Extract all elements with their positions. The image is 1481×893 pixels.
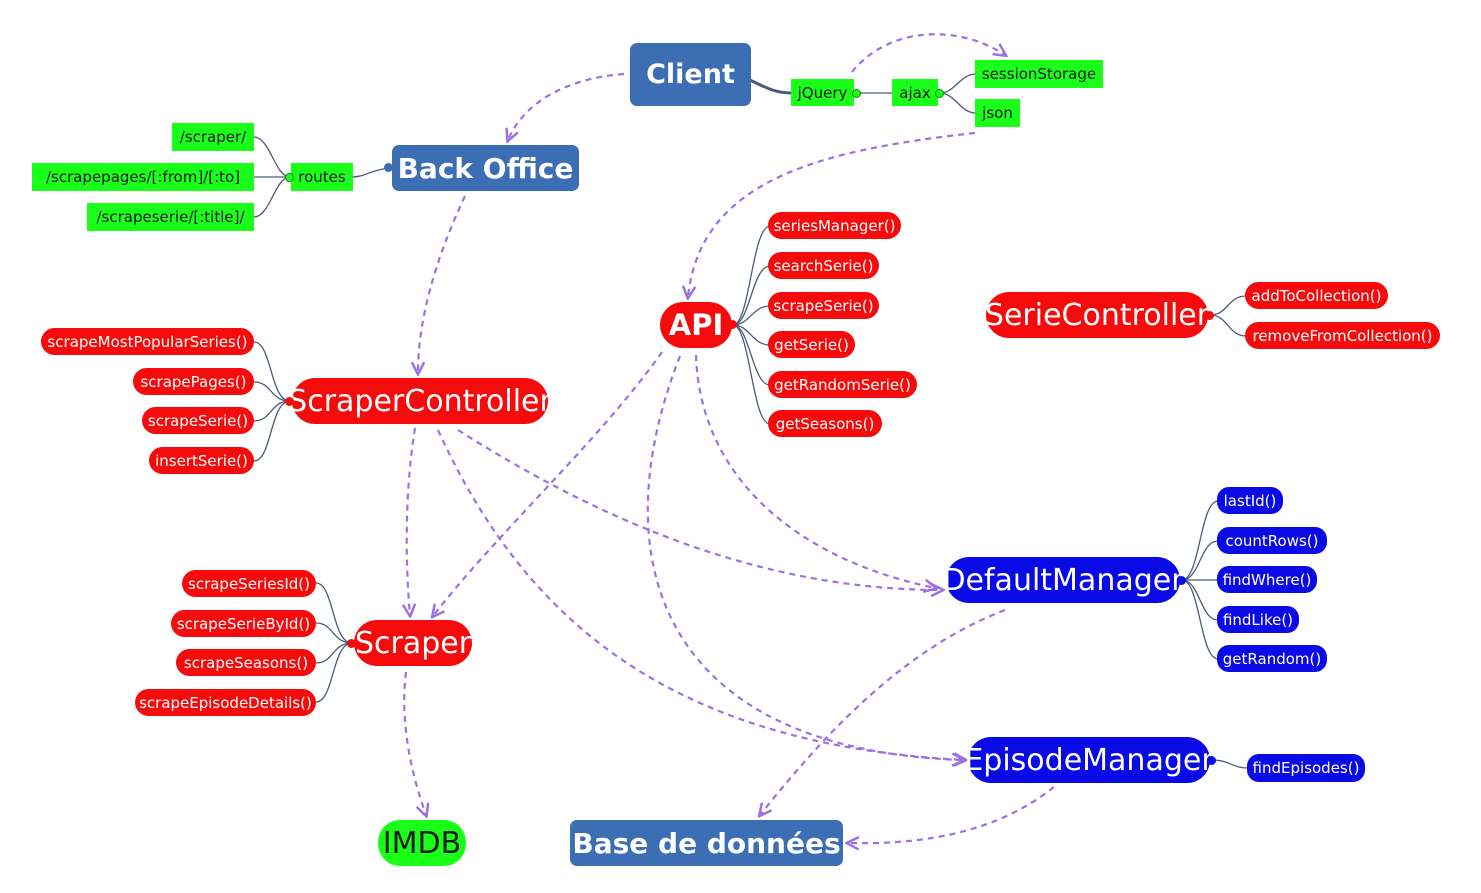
defaultmanager-method-findlike[interactable]: findLike(): [1217, 606, 1299, 633]
jquery-node[interactable]: jQuery: [791, 79, 854, 106]
api-to-defaultmanager-arrow: [694, 354, 935, 588]
defaultmanager-method-findwhere[interactable]: findWhere(): [1217, 566, 1317, 593]
scraper-method-scrapeseasons[interactable]: scrapeSeasons(): [176, 649, 316, 676]
scraper-connector-dot: [347, 639, 356, 648]
route-scrapeserie[interactable]: /scrapeserie/[:title]/: [87, 203, 254, 231]
scrapercontroller-method-connector: [253, 400, 291, 422]
client-node[interactable]: Client: [630, 43, 751, 106]
json-to-api-arrow: [688, 131, 976, 297]
defaultmanager-node[interactable]: DefaultManager: [942, 557, 1184, 603]
episodemanager-connector-dot: [1207, 756, 1216, 765]
routes-node[interactable]: routes: [291, 163, 353, 191]
defaultmanager-method-connector: [1181, 579, 1219, 621]
routes-scraper-connector: [253, 136, 291, 178]
scrapercontroller-method-insertserie[interactable]: insertSerie(): [149, 447, 254, 474]
defaultmanager-method-countrows[interactable]: countRows(): [1217, 527, 1327, 554]
back-office-node[interactable]: Back Office: [392, 145, 579, 191]
scrapercontroller-node[interactable]: ScraperController: [288, 378, 552, 424]
episodemanager-node[interactable]: EpisodeManager: [964, 737, 1214, 783]
scrapercontroller-to-defaultmanager-arrow: [457, 429, 942, 590]
seriecontroller-connector-dot: [1205, 311, 1214, 320]
defaultmanager-to-database-arrow: [760, 608, 1006, 815]
scrapercontroller-method-scrapepages[interactable]: scrapePages(): [133, 368, 254, 395]
ajax-json-connector: [939, 92, 977, 114]
scrapercontroller-to-scraper-arrow: [407, 427, 415, 615]
scraper-node[interactable]: Scraper: [354, 620, 472, 666]
api-method-connector: [732, 324, 771, 425]
seriecontroller-node[interactable]: SerieController: [985, 292, 1209, 338]
scraper-method-scrapeseriebyid[interactable]: scrapeSerieById(): [171, 610, 316, 637]
ajax-connector-dot: [935, 89, 944, 98]
backoffice-connector-dot: [384, 163, 393, 172]
scraper-method-connector: [315, 642, 353, 703]
api-to-episodemanager-arrow: [646, 355, 963, 760]
api-method-searchserie[interactable]: searchSerie(): [768, 252, 879, 279]
scraper-to-imdb-arrow: [403, 671, 426, 815]
seriecontroller-method-addtocollection[interactable]: addToCollection(): [1245, 282, 1388, 309]
defaultmanager-method-getrandom[interactable]: getRandom(): [1217, 645, 1327, 672]
scrapercontroller-method-connector: [253, 381, 291, 402]
defaultmanager-method-connector: [1181, 540, 1219, 581]
api-method-connector: [732, 265, 771, 326]
defaultmanager-method-lastid[interactable]: lastId(): [1217, 487, 1283, 514]
episodemanager-to-database-arrow: [848, 786, 1055, 843]
imdb-node[interactable]: IMDB: [378, 820, 466, 866]
api-method-connector: [732, 324, 771, 386]
jquery-to-sessionstorage-arrow: [851, 33, 1005, 73]
jquery-connector-dot: [852, 89, 861, 98]
api-method-getseasons[interactable]: getSeasons(): [768, 410, 882, 437]
client-jquery-connector: [749, 78, 793, 95]
api-method-getserie[interactable]: getSerie(): [768, 331, 855, 358]
route-scraper[interactable]: /scraper/: [172, 123, 254, 151]
scrapercontroller-method-connector: [253, 341, 291, 402]
scraper-method-scrapeseriesid[interactable]: scrapeSeriesId(): [182, 570, 316, 597]
api-method-connector: [732, 225, 771, 326]
defaultmanager-method-connector: [1181, 500, 1219, 581]
defaultmanager-method-connector: [1181, 579, 1219, 660]
seriecontroller-method-connector: [1209, 295, 1247, 316]
routes-connector-dot: [285, 173, 294, 182]
scrapercontroller-method-scrapemostpopularseries[interactable]: scrapeMostPopularSeries(): [41, 328, 254, 355]
scraper-method-scrapeepisodedetails[interactable]: scrapeEpisodeDetails(): [135, 689, 316, 716]
scrapercontroller-method-connector: [253, 400, 291, 462]
sessionstorage-node[interactable]: sessionStorage: [975, 60, 1103, 88]
client-to-backoffice-arrow: [508, 72, 625, 140]
scrapercontroller-method-scrapeserie[interactable]: scrapeSerie(): [142, 407, 254, 434]
seriecontroller-method-removefromcollection[interactable]: removeFromCollection(): [1245, 322, 1440, 349]
backoffice-to-scrapercontroller-arrow: [418, 195, 466, 373]
defaultmanager-connector-dot: [1177, 576, 1186, 585]
episodemanager-method-connector: [1211, 759, 1249, 769]
api-method-scrapeserie[interactable]: scrapeSerie(): [768, 292, 879, 319]
scrapercontroller-connector-dot: [285, 397, 294, 406]
route-scrapepages[interactable]: /scrapepages/[:from]/[:to]: [32, 163, 254, 191]
scrapercontroller-to-episodemanager-arrow: [436, 429, 965, 760]
json-node[interactable]: json: [975, 99, 1020, 127]
ajax-sessionstorage-connector: [939, 73, 977, 94]
database-node[interactable]: Base de données: [570, 820, 843, 866]
scraper-method-connector: [315, 582, 353, 644]
seriecontroller-method-connector: [1209, 314, 1247, 337]
api-node[interactable]: API: [660, 302, 732, 348]
episodemanager-method-findepisodes[interactable]: findEpisodes(): [1247, 754, 1365, 782]
scraper-method-connector: [315, 642, 353, 664]
scraper-method-connector: [315, 622, 353, 644]
api-connector-dot: [728, 320, 737, 329]
ajax-node[interactable]: ajax: [892, 79, 938, 106]
api-method-seriesmanager[interactable]: seriesManager(): [768, 212, 901, 239]
routes-scrapeserie-connector: [253, 176, 291, 218]
api-method-getrandomserie[interactable]: getRandomSerie(): [768, 371, 917, 398]
